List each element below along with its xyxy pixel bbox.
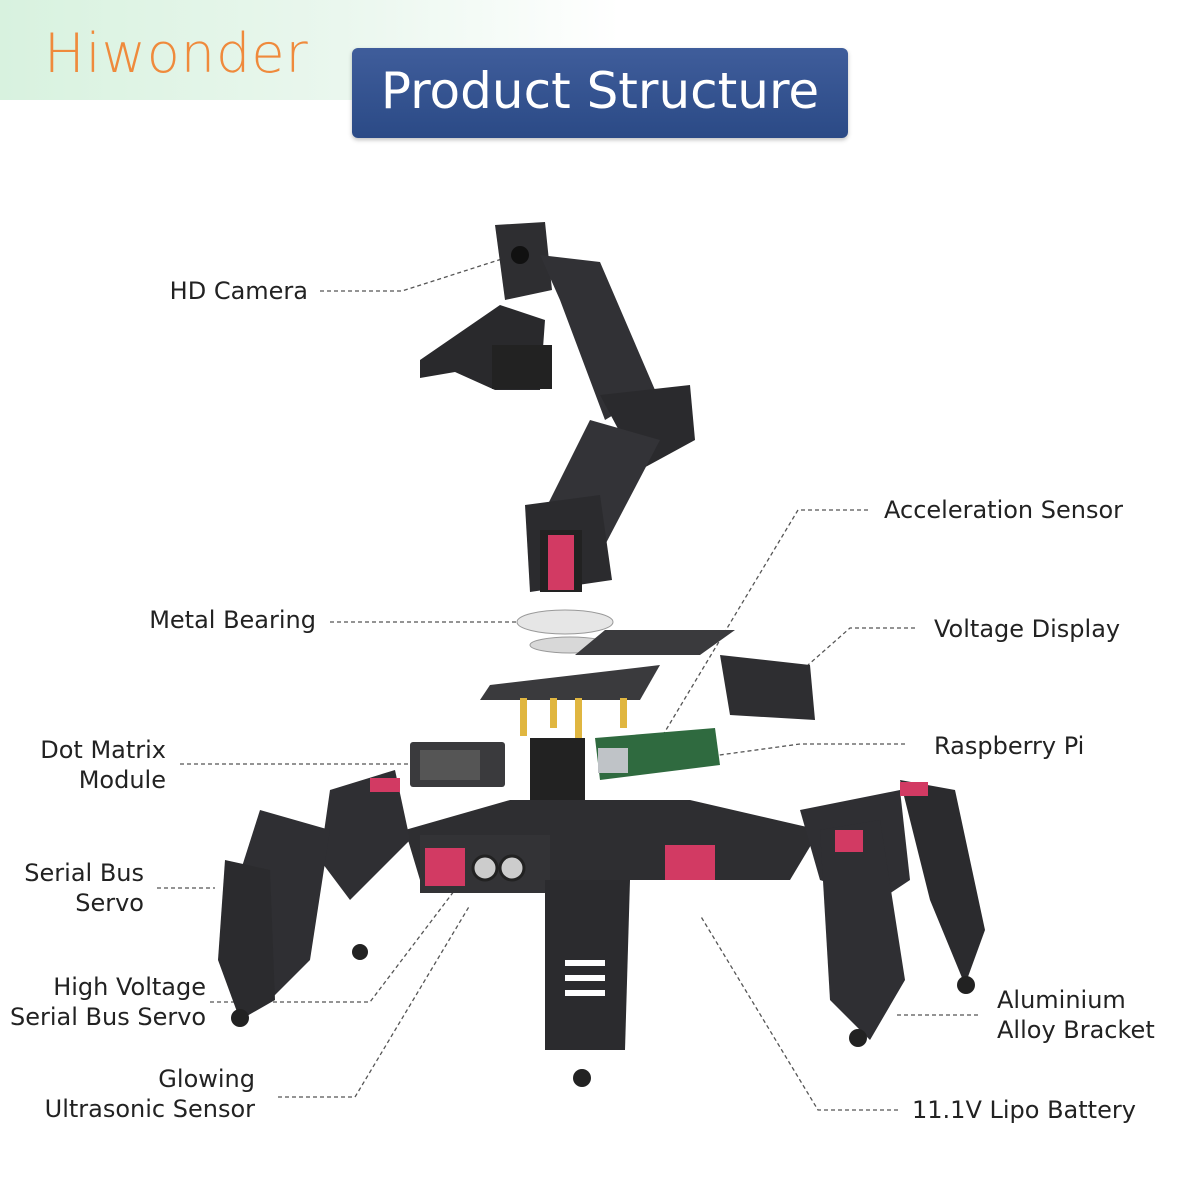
- standoff-1: [520, 698, 527, 736]
- leader-hd-camera: [320, 257, 506, 292]
- leader-raspberry-pi: [704, 743, 905, 758]
- raspberry-pi-ports: [598, 748, 628, 773]
- leg-right-rear: [900, 780, 985, 985]
- camera-lens: [511, 246, 529, 264]
- leg-left-front-accent: [370, 778, 400, 792]
- battery-slot-3: [565, 990, 605, 996]
- dot-matrix-grid: [420, 750, 480, 780]
- title-banner: [352, 48, 848, 138]
- leg-right-mid: [820, 820, 905, 1040]
- ultrasonic-eye-right: [498, 854, 526, 882]
- label-acceleration-sensor: Acceleration Sensor: [884, 496, 1124, 524]
- gripper-servo: [492, 345, 552, 389]
- metal-bearing: [516, 609, 614, 635]
- leg-right-rear-accent: [900, 782, 928, 796]
- battery-slot-1: [565, 960, 605, 966]
- foot-right-mid: [849, 1029, 867, 1047]
- standoff-4: [620, 698, 627, 728]
- leader-acceleration-sensor: [659, 509, 868, 741]
- label-lipo-battery: 11.1V Lipo Battery: [912, 1096, 1136, 1124]
- standoff-3: [575, 698, 582, 738]
- exploded-parts: [410, 609, 815, 808]
- arm-servo-accent: [548, 535, 574, 590]
- voltage-display-bracket: [720, 655, 815, 720]
- label-raspberry-pi: Raspberry Pi: [934, 732, 1085, 760]
- page-title: Product Structure: [380, 62, 820, 120]
- foot-left: [231, 1009, 249, 1027]
- battery-slot-2: [565, 975, 605, 981]
- body-accent-left: [425, 848, 465, 886]
- hexapod-legs: [218, 770, 985, 1047]
- ultrasonic-eye-left: [471, 854, 499, 882]
- battery-foot: [573, 1069, 591, 1087]
- leg-right-accent: [835, 830, 863, 852]
- leader-ultrasonic: [278, 904, 471, 1098]
- brand-logo: Hiwonder: [44, 22, 309, 85]
- leader-battery: [699, 914, 898, 1111]
- label-metal-bearing: Metal Bearing: [149, 606, 316, 634]
- leg-left-rear: [218, 860, 275, 1020]
- leader-voltage-display: [807, 627, 915, 666]
- servo-block: [530, 738, 585, 808]
- robot-arm: [420, 222, 695, 592]
- leader-lines: [157, 257, 978, 1111]
- mid-plate: [480, 665, 660, 700]
- label-hd-camera: HD Camera: [169, 277, 308, 305]
- standoff-2: [550, 698, 557, 728]
- hexapod-body: [405, 800, 820, 1087]
- arm-elbow: [600, 385, 695, 470]
- top-plate: [575, 630, 735, 655]
- arm-upper-link: [540, 255, 655, 420]
- foot-right-rear: [957, 976, 975, 994]
- body-accent-right: [665, 845, 715, 880]
- foot-left-mid: [352, 944, 368, 960]
- leg-left-front: [320, 770, 410, 900]
- label-voltage-display: Voltage Display: [934, 615, 1121, 643]
